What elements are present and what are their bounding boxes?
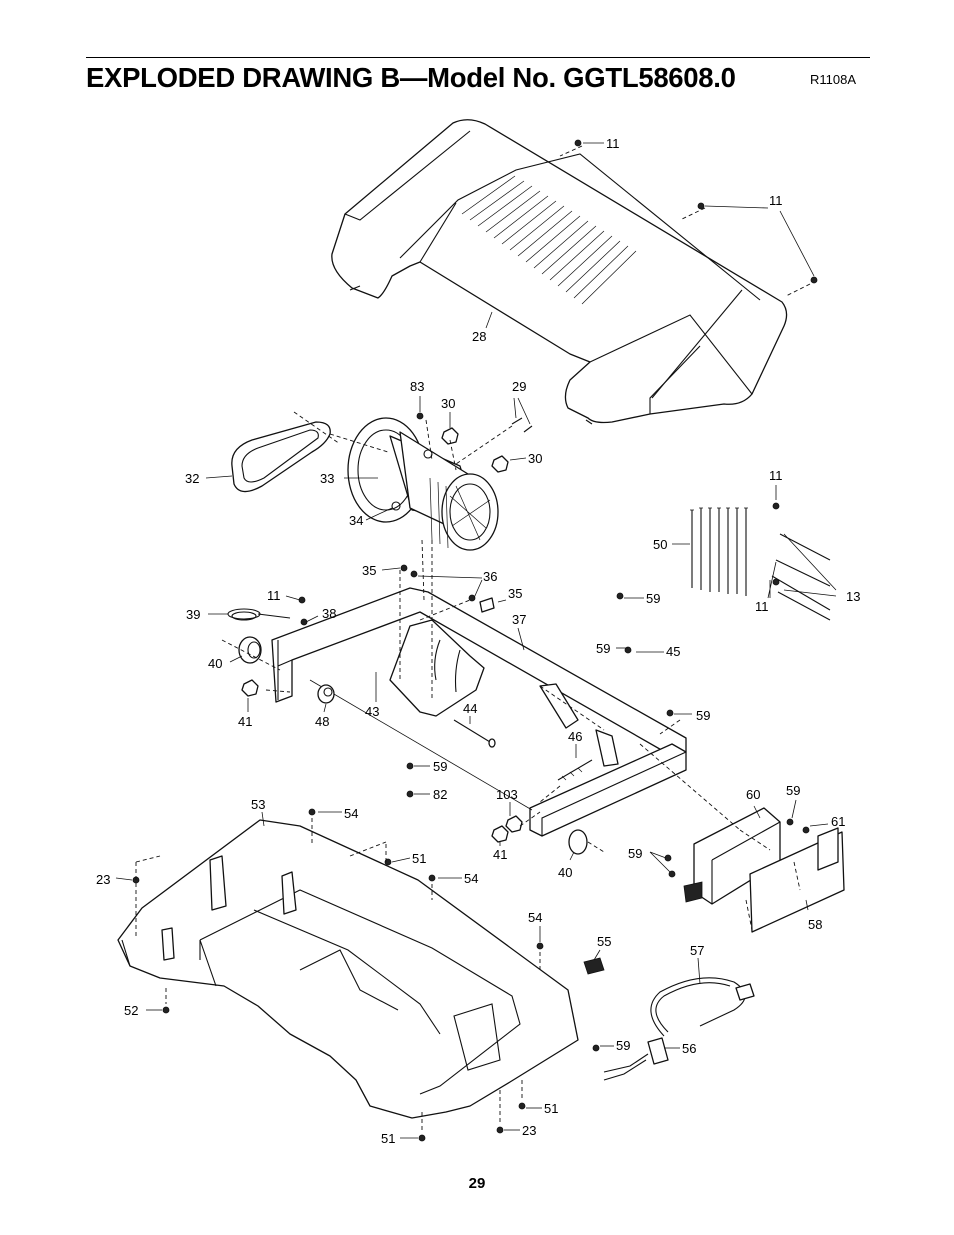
callout-44: 44 bbox=[463, 701, 477, 716]
nut-part-41 bbox=[241, 679, 259, 697]
bushing-part-48 bbox=[317, 684, 335, 704]
controller-part-60 bbox=[683, 807, 781, 905]
callout-39: 39 bbox=[186, 607, 200, 622]
callout-51: 51 bbox=[544, 1101, 558, 1116]
callout-51: 51 bbox=[412, 851, 426, 866]
fasteners bbox=[132, 139, 818, 1142]
callout-48: 48 bbox=[315, 714, 329, 729]
callout-58: 58 bbox=[808, 917, 822, 932]
callout-11: 11 bbox=[755, 599, 769, 614]
callout-34: 34 bbox=[349, 513, 363, 528]
callout-41: 41 bbox=[493, 847, 507, 862]
leader-lines bbox=[115, 142, 837, 1139]
callout-50: 50 bbox=[653, 537, 667, 552]
drive-belt-part-32 bbox=[231, 421, 331, 493]
callout-55: 55 bbox=[597, 934, 611, 949]
callout-30: 30 bbox=[441, 396, 455, 411]
callout-54: 54 bbox=[344, 806, 358, 821]
callout-60: 60 bbox=[746, 787, 760, 802]
callout-30: 30 bbox=[528, 451, 542, 466]
page-title: EXPLODED DRAWING B—Model No. GGTL58608.0 bbox=[86, 62, 736, 93]
drawing-code: R1108A bbox=[810, 72, 857, 87]
callout-54: 54 bbox=[528, 910, 542, 925]
callout-32: 32 bbox=[185, 471, 199, 486]
callout-40: 40 bbox=[208, 656, 222, 671]
callout-103: 103 bbox=[496, 787, 518, 802]
callout-59: 59 bbox=[596, 641, 610, 656]
callout-59: 59 bbox=[628, 846, 642, 861]
callout-59: 59 bbox=[786, 783, 800, 798]
callout-53: 53 bbox=[251, 797, 265, 812]
callout-43: 43 bbox=[365, 704, 379, 719]
callout-59: 59 bbox=[616, 1038, 630, 1053]
callout-54: 54 bbox=[464, 871, 478, 886]
wires-part-13 bbox=[771, 533, 831, 621]
callout-11: 11 bbox=[267, 588, 281, 603]
callout-59: 59 bbox=[696, 708, 710, 723]
callout-59: 59 bbox=[646, 591, 660, 606]
callout-36: 36 bbox=[483, 569, 497, 584]
power-cord-part-57 bbox=[650, 977, 755, 1037]
roller-pulley-part-40 bbox=[238, 636, 262, 664]
callout-83: 83 bbox=[410, 379, 424, 394]
frame-part-37 bbox=[271, 587, 687, 837]
callout-28: 28 bbox=[472, 329, 486, 344]
lower-hood-part-53 bbox=[117, 819, 579, 1119]
callout-82: 82 bbox=[433, 787, 447, 802]
callout-13: 13 bbox=[846, 589, 860, 604]
switch-part-55 bbox=[583, 957, 605, 975]
wire-harness-part-39 bbox=[227, 608, 291, 621]
callout-labels: 11 11 28 83 30 29 30 32 33 34 11 50 13 1… bbox=[96, 136, 860, 1146]
callout-40: 40 bbox=[558, 865, 572, 880]
callout-45: 45 bbox=[666, 644, 680, 659]
callout-61: 61 bbox=[831, 814, 845, 829]
assembly-lines bbox=[135, 145, 811, 1132]
callout-38: 38 bbox=[322, 606, 336, 621]
callout-56: 56 bbox=[682, 1041, 696, 1056]
callout-23: 23 bbox=[522, 1123, 536, 1138]
callout-37: 37 bbox=[512, 612, 526, 627]
callout-59: 59 bbox=[433, 759, 447, 774]
callout-35: 35 bbox=[508, 586, 522, 601]
callout-29: 29 bbox=[512, 379, 526, 394]
callout-46: 46 bbox=[568, 729, 582, 744]
callout-11: 11 bbox=[606, 136, 620, 151]
callout-11: 11 bbox=[769, 193, 783, 208]
bracket-part-61 bbox=[817, 827, 839, 871]
power-inlet-part-56 bbox=[603, 1037, 669, 1081]
callout-35: 35 bbox=[362, 563, 376, 578]
motor-hood-part-28 bbox=[331, 119, 788, 425]
bolt-part-44 bbox=[453, 719, 496, 748]
callout-33: 33 bbox=[320, 471, 334, 486]
callout-11: 11 bbox=[769, 468, 783, 483]
bolt-part-46 bbox=[557, 759, 593, 781]
callout-41: 41 bbox=[238, 714, 252, 729]
callout-52: 52 bbox=[124, 1003, 138, 1018]
callout-57: 57 bbox=[690, 943, 704, 958]
callout-51: 51 bbox=[381, 1131, 395, 1146]
header-rule bbox=[86, 57, 870, 58]
page-number: 29 bbox=[468, 1175, 486, 1192]
callout-23: 23 bbox=[96, 872, 110, 887]
motor-part-33 bbox=[347, 417, 499, 551]
cable-ties-part-50 bbox=[690, 507, 748, 596]
